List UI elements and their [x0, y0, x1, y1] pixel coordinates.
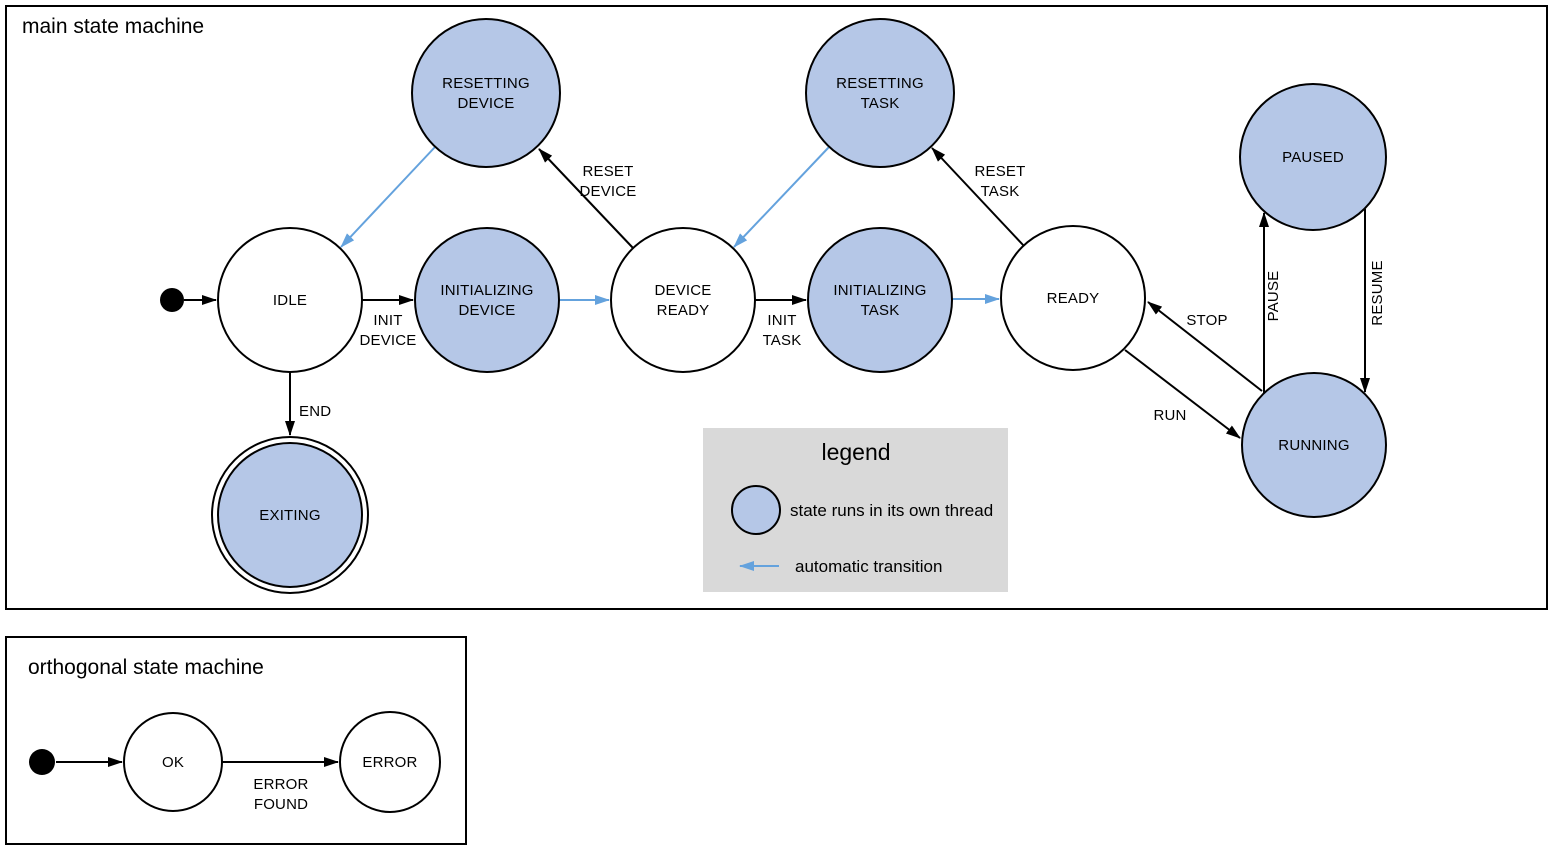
transition-idle-to-exiting: END	[285, 372, 331, 436]
transition-arrow	[538, 148, 634, 249]
state-label-running: RUNNING	[1278, 437, 1349, 454]
transition-arrow	[1124, 349, 1241, 439]
orthogonal-panel-title: orthogonal state machine	[28, 656, 264, 679]
transition-label-idle-to-exiting: END	[299, 403, 331, 420]
state-error: ERROR	[339, 711, 441, 813]
state-circle-paused	[1239, 83, 1387, 231]
initial-state-dot	[29, 749, 55, 775]
main-panel-title: main state machine	[22, 15, 204, 38]
transition-label-running-to-ready: STOP	[1186, 312, 1227, 329]
state-circle-idle	[217, 227, 363, 373]
state-circle-error	[339, 711, 441, 813]
state-circle-device-ready	[610, 227, 756, 373]
auto-transition-arrow	[340, 146, 436, 248]
initial-state-dot	[160, 288, 184, 312]
state-paused: PAUSED	[1239, 83, 1387, 231]
state-label-error: ERROR	[362, 754, 417, 771]
transition-ready-to-running: RUN	[1124, 349, 1241, 439]
legend-title: legend	[821, 439, 890, 465]
state-label-ready: READY	[1047, 290, 1100, 307]
state-idle: IDLE	[217, 227, 363, 373]
state-label-ok: OK	[162, 754, 184, 771]
state-label-paused: PAUSED	[1282, 149, 1344, 166]
state-circle-resetting-task	[805, 18, 955, 168]
transition-arrow	[931, 147, 1025, 247]
state-circle-resetting-device	[411, 18, 561, 168]
state-circle-initializing-device	[414, 227, 560, 373]
transition-arrow	[1147, 301, 1263, 392]
state-label-idle: IDLE	[273, 292, 307, 309]
legend-auto-label: automatic transition	[795, 557, 942, 576]
transition-label-ready-to-running: RUN	[1153, 407, 1186, 424]
transition-running-to-paused: PAUSE	[1259, 212, 1282, 393]
state-label-exiting: EXITING	[259, 507, 320, 524]
state-exiting: EXITING	[211, 436, 369, 594]
transition-paused-to-running: RESUME	[1360, 209, 1386, 393]
transition-resetting-task-to-device-ready	[733, 146, 830, 248]
state-circle-running	[1241, 372, 1387, 518]
transition-label-paused-to-running: RESUME	[1369, 260, 1386, 325]
state-circle-ok	[123, 712, 223, 812]
state-ready: READY	[1000, 225, 1146, 371]
legend-thread-label: state runs in its own thread	[790, 501, 993, 520]
state-ok: OK	[123, 712, 223, 812]
transition-running-to-ready: STOP	[1147, 301, 1263, 392]
state-circle-ready	[1000, 225, 1146, 371]
transition-label-running-to-paused: PAUSE	[1265, 271, 1282, 322]
auto-transition-arrow	[733, 146, 830, 248]
legend-threaded-state-icon	[731, 485, 781, 535]
legend: legend state runs in its own thread auto…	[703, 428, 1008, 592]
transition-resetting-device-to-idle	[340, 146, 436, 248]
state-circle-exiting	[217, 442, 363, 588]
state-circle-initializing-task	[807, 227, 953, 373]
state-running: RUNNING	[1241, 372, 1387, 518]
